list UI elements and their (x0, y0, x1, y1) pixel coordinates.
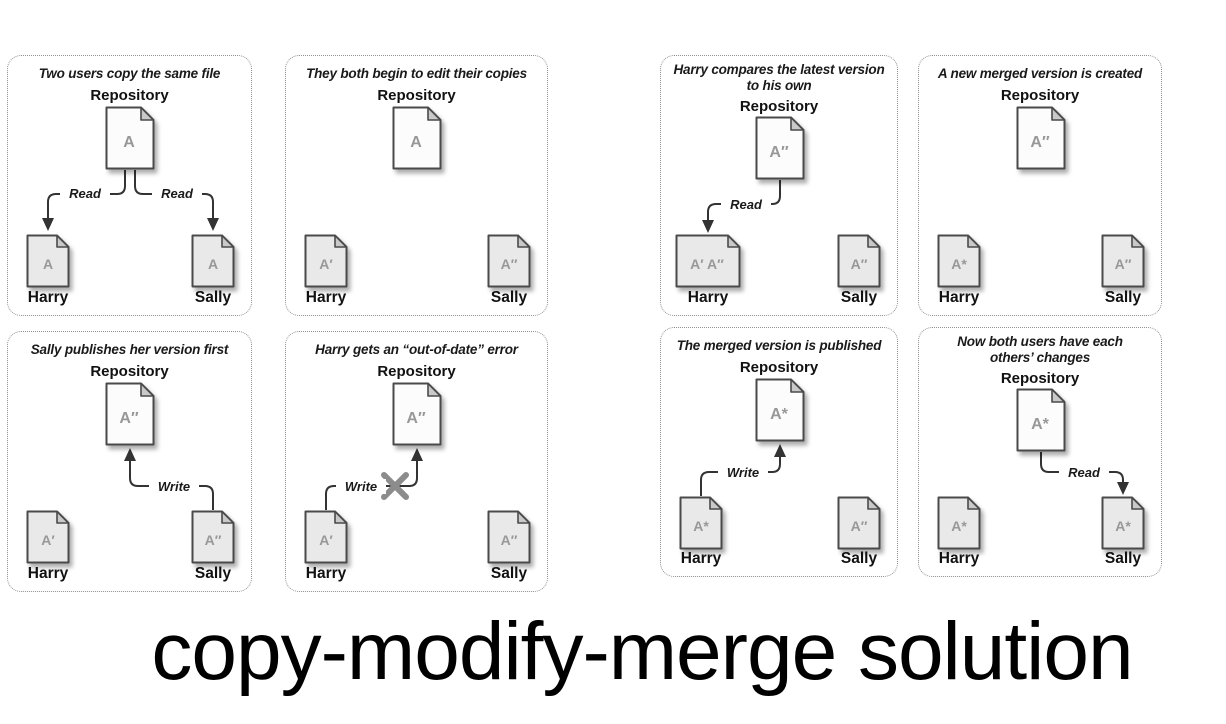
sally-label: Sally (490, 565, 528, 582)
harry-doc-version: A (43, 256, 53, 272)
sally-document-icon: A″ (1101, 234, 1145, 288)
repo-doc-version: A″ (1030, 134, 1050, 151)
caption-title: copy-modify-merge solution (151, 606, 1133, 697)
sally-label: Sally (840, 550, 878, 567)
harry-doc-version: A* (951, 518, 967, 534)
repo-doc-version: A″ (406, 410, 426, 427)
read-arrow-label: Read (60, 186, 110, 201)
harry-label: Harry (305, 289, 347, 306)
repo-document-icon: A″ (392, 382, 442, 446)
repo-doc-version: A″ (769, 144, 789, 161)
panel-title: They both begin to edit their copies (306, 66, 527, 81)
repository-label: Repository (377, 363, 456, 380)
repo-document-icon: A (105, 106, 155, 170)
harry-doc-version: A′ (319, 532, 333, 548)
repo-document-icon: A″ (1016, 106, 1066, 170)
harry-label: Harry (27, 565, 69, 582)
sally-document-icon: A″ (487, 234, 531, 288)
harry-document-icon: A* (937, 496, 981, 550)
harry-document-icon: A* (937, 234, 981, 288)
harry-document-icon: A (26, 234, 70, 288)
harry-doc-version: A′ A″ (690, 256, 724, 272)
sally-document-icon: A″ (837, 234, 881, 288)
write-arrow-label: Write (718, 465, 768, 480)
harry-label: Harry (305, 565, 347, 582)
harry-document-icon: A′ (304, 510, 348, 564)
write-arrow-label: Write (149, 479, 199, 494)
harry-label: Harry (687, 289, 729, 306)
read-arrow-label: Read (721, 197, 771, 212)
panel-sally-publishes: Sally publishes her version first Reposi… (7, 331, 252, 592)
repository-label: Repository (739, 98, 819, 115)
write-arrow-label: Write (336, 479, 386, 494)
panel-title: Harry gets an “out-of-date” error (315, 342, 518, 357)
sally-doc-version: A (208, 256, 218, 272)
sally-label: Sally (1104, 550, 1142, 567)
repo-doc-version: A (410, 134, 422, 151)
repository-label: Repository (739, 359, 819, 376)
repo-doc-version: A (123, 134, 135, 151)
sally-document-icon: A (191, 234, 235, 288)
sally-doc-version: A″ (205, 532, 222, 548)
sally-label: Sally (1104, 289, 1142, 306)
panel-title: Two users copy the same file (38, 66, 221, 81)
harry-document-icon: A′ (26, 510, 70, 564)
panel-title: A new merged version is created (937, 66, 1143, 81)
panel-merged-created: A new merged version is created Reposito… (918, 55, 1162, 316)
sally-doc-version: A″ (851, 256, 868, 272)
sally-label: Sally (840, 289, 878, 306)
panel-title: Now both users have each others’ changes (957, 334, 1123, 365)
harry-label: Harry (938, 289, 980, 306)
panel-out-of-date-error: Harry gets an “out-of-date” error Reposi… (285, 331, 548, 592)
panel-both-have-changes: Now both users have each others’ changes… (918, 327, 1162, 577)
read-arrow-label: Read (1059, 465, 1109, 480)
panel-both-edit: They both begin to edit their copies Rep… (285, 55, 548, 316)
sally-doc-version: A″ (501, 256, 518, 272)
harry-doc-version: A* (693, 518, 709, 534)
sally-label: Sally (490, 289, 528, 306)
sally-label: Sally (194, 565, 232, 582)
harry-doc-version: A′ (41, 532, 55, 548)
repo-document-icon: A″ (755, 116, 805, 180)
repo-document-icon: A″ (105, 382, 155, 446)
sally-document-icon: A″ (487, 510, 531, 564)
sally-label: Sally (194, 289, 232, 306)
repo-document-icon: A* (1016, 388, 1066, 452)
panel-two-users-copy: Two users copy the same file Repository … (7, 55, 252, 316)
repo-document-icon: A* (755, 378, 805, 442)
sally-document-icon: A″ (191, 510, 235, 564)
harry-label: Harry (938, 550, 980, 567)
blocked-x-icon (381, 472, 409, 500)
sally-doc-version: A* (1115, 518, 1131, 534)
repo-doc-version: A* (770, 406, 789, 423)
panel-title: Harry compares the latest version to his… (673, 62, 885, 93)
repo-doc-version: A″ (119, 410, 139, 427)
repository-label: Repository (377, 87, 456, 104)
repo-doc-version: A* (1031, 416, 1050, 433)
repo-document-icon: A (392, 106, 442, 170)
panel-title: Sally publishes her version first (30, 342, 229, 357)
sally-document-icon: A* (1101, 496, 1145, 550)
harry-document-icon: A′ (304, 234, 348, 288)
sally-doc-version: A″ (501, 532, 518, 548)
repository-label: Repository (1000, 370, 1080, 387)
harry-doc-version: A* (951, 256, 967, 272)
harry-document-icon: A* (679, 496, 723, 550)
sally-doc-version: A″ (1115, 256, 1132, 272)
repository-label: Repository (90, 87, 169, 104)
sally-document-icon: A″ (837, 496, 881, 550)
harry-document-icon: A′ A″ (675, 234, 741, 288)
harry-label: Harry (27, 289, 69, 306)
panel-title: The merged version is published (676, 338, 882, 353)
repository-label: Repository (1000, 87, 1080, 104)
harry-label: Harry (680, 550, 722, 567)
panel-merged-published: The merged version is published Reposito… (660, 327, 898, 577)
repository-label: Repository (90, 363, 169, 380)
read-arrow-label: Read (152, 186, 202, 201)
panel-harry-compares: Harry compares the latest version to his… (660, 55, 898, 316)
sally-doc-version: A″ (851, 518, 868, 534)
harry-doc-version: A′ (319, 256, 333, 272)
